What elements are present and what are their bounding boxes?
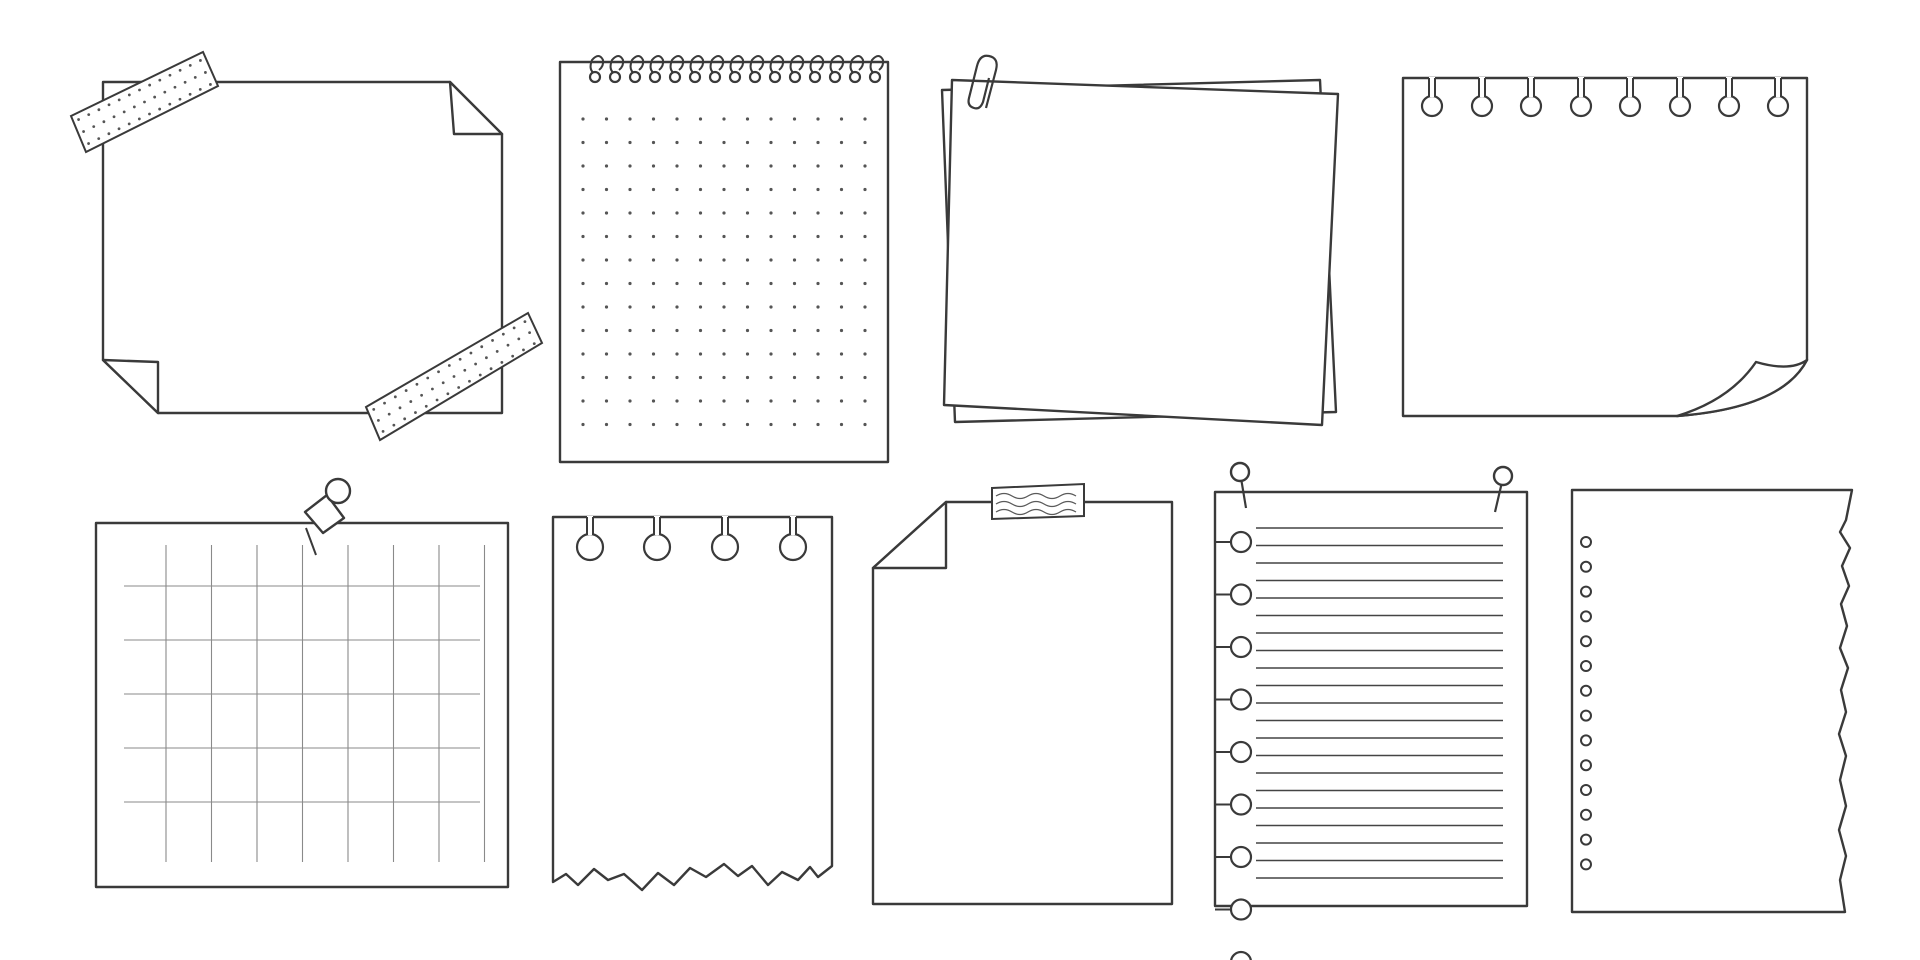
ring-hole-icon	[1580, 536, 1592, 871]
paperclip-note-stack	[940, 54, 1340, 427]
paperclip-icon	[967, 54, 998, 110]
folded-corner-taped-note	[871, 482, 1174, 906]
torn-edge-hole-punched-page	[1570, 488, 1854, 914]
lined-pinned-notebook-page	[1213, 461, 1529, 960]
folded-corner-top-right	[448, 80, 504, 136]
washi-tape-icon	[69, 50, 220, 154]
washi-tape-icon	[991, 482, 1085, 521]
ring-torn-curled-note	[1401, 76, 1809, 418]
washi-tape-icon	[364, 311, 544, 442]
ring-hole-icon	[1215, 530, 1253, 960]
spiral-dotted-notepad	[558, 55, 890, 464]
folded-corner-bottom-left	[101, 358, 160, 415]
curled-corner	[1675, 358, 1809, 418]
ruled-lines	[1256, 527, 1503, 879]
pinned-grid-note	[94, 477, 510, 889]
folded-corner-top-left	[871, 500, 948, 570]
pushpin-icon	[1229, 461, 1251, 509]
spiral-ring-icon	[588, 55, 885, 84]
pushpin-icon	[303, 477, 352, 556]
ring-hole-icon	[575, 516, 808, 562]
taped-sticky-note	[69, 50, 544, 442]
dot-grid	[581, 117, 867, 427]
square-grid	[124, 545, 486, 862]
ring-hole-icon	[1420, 77, 1790, 118]
torn-ring-note	[551, 515, 834, 892]
pushpin-icon	[1492, 465, 1514, 513]
